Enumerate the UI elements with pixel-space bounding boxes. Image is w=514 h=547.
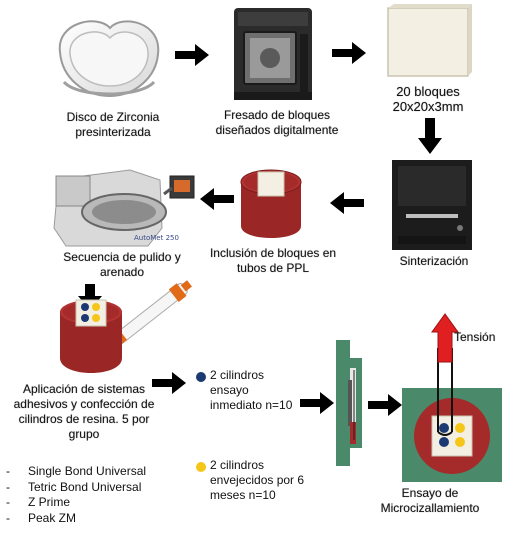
- milling-machine-image: [234, 8, 312, 100]
- arrow-inclusion-pulido: [200, 188, 234, 210]
- arrow-pulido-aplicacion: [78, 284, 102, 310]
- arrow-grupos-fixture: [300, 392, 334, 414]
- shear-fixture-side-image: [336, 340, 362, 466]
- group-immediate-text: 2 cilindros ensayo inmediato n=10: [210, 368, 293, 412]
- adhesive-item: -Single Bond Universal: [6, 464, 147, 478]
- bloques-label-line1: 20 bloques: [396, 84, 460, 99]
- polishing-machine-image: AutoMet 250: [53, 169, 195, 247]
- disco-label: Disco de Zirconia presinterizada: [66, 110, 160, 139]
- arrow-fixture-front: [368, 394, 402, 416]
- sintering-oven-image: [392, 160, 472, 250]
- shear-fixture-front-image: [402, 313, 502, 482]
- inclusion-label: Inclusión de bloques en tubos de PPL: [209, 246, 337, 275]
- application-cylinder-image: [60, 280, 192, 373]
- adhesive-item: -Z Prime: [6, 495, 70, 509]
- zirconia-block-image: [387, 4, 472, 77]
- bloques-label-line2: 20x20x3mm: [392, 99, 464, 114]
- group-aged-text: 2 cilindros envejecidos por 6 meses n=10: [210, 458, 305, 502]
- group-dot-blue-icon: [196, 372, 206, 382]
- adhesive-item: -Tetric Bond Universal: [6, 479, 142, 494]
- fresado-label: Fresado de bloques diseñados digitalment…: [215, 108, 339, 137]
- tension-label: Tensión: [454, 330, 496, 344]
- arrow-fresado-bloques: [332, 42, 366, 64]
- inclusion-cylinder-image: [240, 169, 302, 238]
- aplicacion-label: Aplicación de sistemas adhesivos y confe…: [13, 382, 155, 441]
- pulido-label: Secuencia de pulido y arenado: [63, 250, 181, 279]
- arrow-disco-fresado: [175, 44, 209, 66]
- group-dot-yellow-icon: [196, 462, 206, 472]
- arrow-aplicacion-grupos: [152, 372, 186, 394]
- arrow-sinterizacion-inclusion: [330, 192, 364, 214]
- ensayo-label: Ensayo de Microcizallamiento: [380, 486, 480, 515]
- zirconia-disc-image: [58, 20, 160, 98]
- sinterizacion-label: Sinterización: [399, 254, 469, 268]
- adhesive-list: -Single Bond Universal -Tetric Bond Univ…: [6, 464, 146, 526]
- machine-brand-text: AutoMet 250: [134, 234, 179, 242]
- arrow-bloques-sinterizacion: [418, 118, 442, 154]
- adhesive-item: -Peak ZM: [6, 510, 77, 525]
